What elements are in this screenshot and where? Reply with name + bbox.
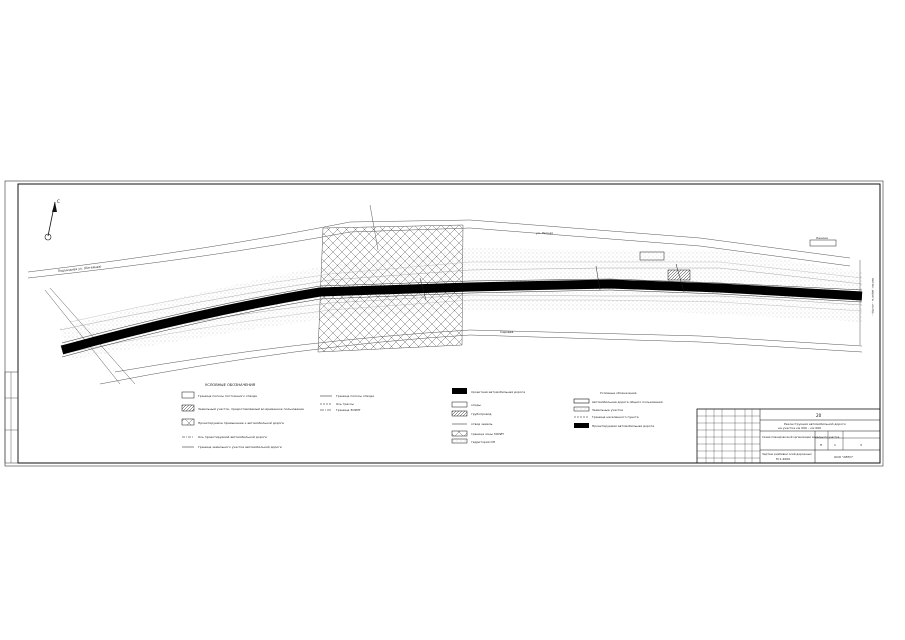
svg-text:Граница населенного пункта: Граница населенного пункта — [592, 415, 639, 419]
svg-text:Проектируемая автомобильная до: Проектируемая автомобильная дорога — [592, 424, 654, 428]
structures — [419, 239, 837, 301]
svg-text:трубопровод: трубопровод — [471, 412, 492, 416]
legend-center: проектная автомобильная дорога опоры тру… — [451, 388, 525, 444]
title-company: ООО "АВТО" — [834, 455, 854, 459]
title-sheet: 1 — [834, 443, 836, 447]
outer-frame — [4, 180, 884, 467]
right-edge-label: Автом. дорога ...км Кр... — [871, 278, 875, 316]
road-label-bottom: Садовая — [500, 330, 513, 334]
road-label-right: Ленина — [816, 236, 828, 240]
legend-left-title: УСЛОВНЫЕ ОБОЗНАЧЕНИЯ — [205, 383, 256, 387]
svg-text:Земельный участок, предоставля: Земельный участок, предоставляемый во вр… — [198, 407, 304, 411]
title-scale: М 1:2000 — [776, 457, 790, 461]
svg-text:проектная автомобильная дорога: проектная автомобильная дорога — [471, 390, 525, 394]
designed-road — [60, 278, 863, 358]
svg-text:опоры: опоры — [471, 403, 482, 407]
title-project2: на участке км 000 – км 000 — [778, 426, 821, 430]
title-number: 20 — [816, 413, 822, 418]
svg-text:Ось трассы: Ось трассы — [336, 402, 355, 406]
north-letter: С — [57, 199, 60, 204]
title-sheet-title: Схема планировочной организации земельно… — [762, 435, 840, 439]
svg-text:Граница полосы постоянного отв: Граница полосы постоянного отвода — [198, 394, 257, 398]
legend-right: Условные обозначения Автомобильная дорог… — [573, 391, 663, 428]
svg-text:Граница полосы отвода: Граница полосы отвода — [336, 394, 374, 398]
svg-text:Земельные участки: Земельные участки — [592, 408, 623, 412]
svg-text:территория ОП: территория ОП — [471, 440, 495, 444]
svg-text:Проектируемое примыкание к авт: Проектируемое примыкание к автомобильной… — [198, 421, 284, 425]
title-drawing: Чертеж разбивки осей дорожных — [762, 452, 812, 456]
legend-mid: Граница полосы отвода Ось трассы Граница… — [320, 394, 374, 412]
title-block — [696, 408, 881, 464]
legend-left: УСЛОВНЫЕ ОБОЗНАЧЕНИЯ Граница полосы пост… — [181, 383, 304, 449]
title-stage: П — [820, 443, 822, 447]
svg-text:граница зоны ЗОУИТ: граница зоны ЗОУИТ — [471, 432, 504, 436]
inner-frame — [17, 183, 881, 464]
svg-text:Граница земельного участка авт: Граница земельного участка автомобильной… — [198, 445, 282, 449]
north-arrow: С — [44, 199, 60, 241]
svg-text:Ось проектируемой автомобильно: Ось проектируемой автомобильной дороги — [198, 435, 267, 439]
svg-text:Автомобильная дорога общего по: Автомобильная дорога общего пользования — [592, 400, 663, 404]
road-label-top: ул. Лесная — [536, 231, 553, 235]
left-road-label: Подъездная ул. (Литейная) — [58, 264, 102, 273]
svg-text:отвод земель: отвод земель — [471, 422, 493, 426]
side-stamp — [4, 371, 19, 464]
svg-text:Граница ЗОУИТ: Граница ЗОУИТ — [336, 408, 361, 412]
title-project: Реконструкция автомобильной дороги — [784, 422, 846, 426]
title-sheets: 3 — [860, 443, 862, 447]
legend-right-title: Условные обозначения — [600, 391, 637, 395]
